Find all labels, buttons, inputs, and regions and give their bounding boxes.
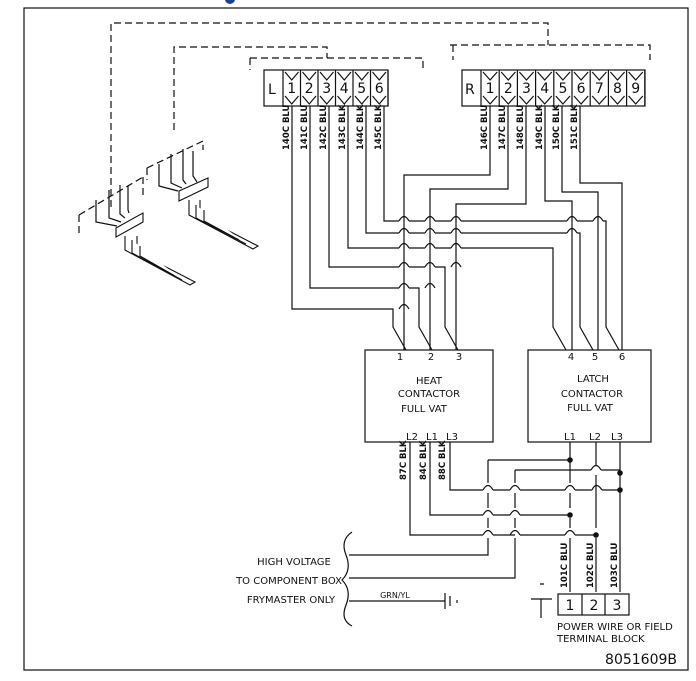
latch-contactor: 4 5 6 LATCH CONTACTOR FULL VAT L1 L2 L3 [527,349,652,443]
svg-text:4: 4 [568,352,574,363]
terminal-right-position: 3 [522,81,531,97]
terminal-left-position: 5 [357,81,366,97]
svg-text:87C BLK: 87C BLK [399,440,409,480]
ground-symbol [444,593,458,609]
left-wire-label: 144C BLK [356,104,366,150]
terminal-arrow-icon [284,71,299,105]
left-wire-label: 142C BLU [319,104,329,150]
right-wire-label: 148C BLU [516,104,526,150]
terminal-arrow-icon [628,71,644,105]
terminal-arrow-icon [354,71,369,105]
terminal-left-position: 1 [287,81,296,97]
terminal-left-position: 6 [375,81,384,97]
terminal-arrow-icon [573,71,589,105]
hv-note-line-3: FRYMASTER ONLY [247,595,336,606]
terminal-arrow-icon [319,71,334,105]
svg-text:6: 6 [619,352,625,363]
terminal-arrow-icon [555,71,571,105]
terminal-arrow-icon [518,71,535,105]
terminal-right-position: 6 [577,81,586,97]
terminal-right-position: 5 [558,81,567,97]
heat-contactor-title-2: CONTACTOR [398,389,460,400]
svg-text:5: 5 [592,352,598,363]
dashed-cable-routes [78,22,651,235]
terminal-right-position: 2 [504,81,513,97]
terminal-right-position: 8 [613,81,622,97]
left-wire-label: 140C BLU [282,104,292,150]
heat-contactor-title-1: HEAT [416,376,443,387]
heat-output-wire-labels: 87C BLK 84C BLK 88C BLK [399,440,448,480]
svg-text:88C BLK: 88C BLK [438,440,448,480]
terminal-left-position: 4 [340,81,349,97]
svg-text:L2: L2 [406,432,418,443]
terminal-arrow-icon [302,71,317,105]
heating-element-left [95,185,197,286]
right-wire-label: 150C BLK [552,104,562,150]
terminal-right-position: 7 [595,81,604,97]
header-marker [225,0,235,4]
latch-contactor-title-3: FULL VAT [567,403,614,414]
svg-text:103C BLU: 103C BLU [610,542,620,588]
terminal-right-position: 9 [631,81,640,97]
hv-note-line-2: TO COMPONENT BOX [235,576,342,587]
power-block-caption-1: POWER WIRE OR FIELD [557,622,673,633]
svg-text:L3: L3 [446,432,458,443]
svg-text:2: 2 [590,598,599,614]
terminal-left-position: 3 [322,81,331,97]
left-wire-label: 141C BLU [300,104,310,150]
terminal-arrow-icon [537,71,553,105]
right-wire-label: 151C BLK [570,104,580,150]
terminal-right-position: 1 [486,81,495,97]
svg-text:L1: L1 [426,432,438,443]
svg-text:2: 2 [428,352,434,363]
power-wiring [349,442,623,592]
right-wire-label: 147C BLU [498,104,508,150]
hv-note-line-1: HIGH VOLTAGE [257,557,331,568]
terminal-arrow-icon [337,71,352,105]
heat-contactor-title-3: FULL VAT [401,404,448,415]
svg-text:L1: L1 [564,432,576,443]
terminal-arrow-icon [372,71,387,105]
svg-text:L2: L2 [589,432,601,443]
power-terminal-block: 1 2 3 101C BLU 102C BLU 103C BLU POWER W… [531,542,673,645]
svg-text:84C BLK: 84C BLK [419,440,429,480]
left-wire-label: 143C BLK [338,104,348,150]
svg-text:1: 1 [397,352,403,363]
terminal-arrow-icon [591,71,607,105]
svg-text:L3: L3 [611,432,623,443]
latch-contactor-title-1: LATCH [577,374,609,385]
svg-text:1: 1 [566,598,575,614]
power-block-caption-2: TERMINAL BLOCK [556,634,645,645]
diagram-frame [23,7,689,671]
ground-wire-label: GRN/YL [380,591,410,600]
wiring-r-block [403,106,623,350]
right-wire-label: 149C BLK [535,104,545,150]
heating-element-right [158,149,260,250]
terminal-right-position: 4 [540,81,549,97]
terminal-arrow-icon [609,71,626,105]
terminal-block-left-label: L [268,82,276,98]
svg-text:101C BLU: 101C BLU [560,542,570,588]
high-voltage-note: HIGH VOLTAGE TO COMPONENT BOX FRYMASTER … [235,531,458,627]
heat-contactor: 1 2 3 HEAT CONTACTOR FULL VAT L2 L1 L3 [364,349,494,443]
terminal-block-right-label: R [465,82,475,98]
latch-contactor-title-2: CONTACTOR [561,389,623,400]
terminal-arrow-icon [482,71,498,105]
terminal-arrow-icon [500,71,516,105]
svg-text:102C BLU: 102C BLU [586,542,596,588]
drawing-number: 8051609B [605,652,677,668]
left-wire-label: 145C BLK [374,104,384,150]
svg-text:3: 3 [613,598,622,614]
svg-text:3: 3 [456,352,462,363]
terminal-left-position: 2 [305,81,314,97]
right-wire-label: 146C BLU [480,104,490,150]
ground-icon [531,583,552,618]
